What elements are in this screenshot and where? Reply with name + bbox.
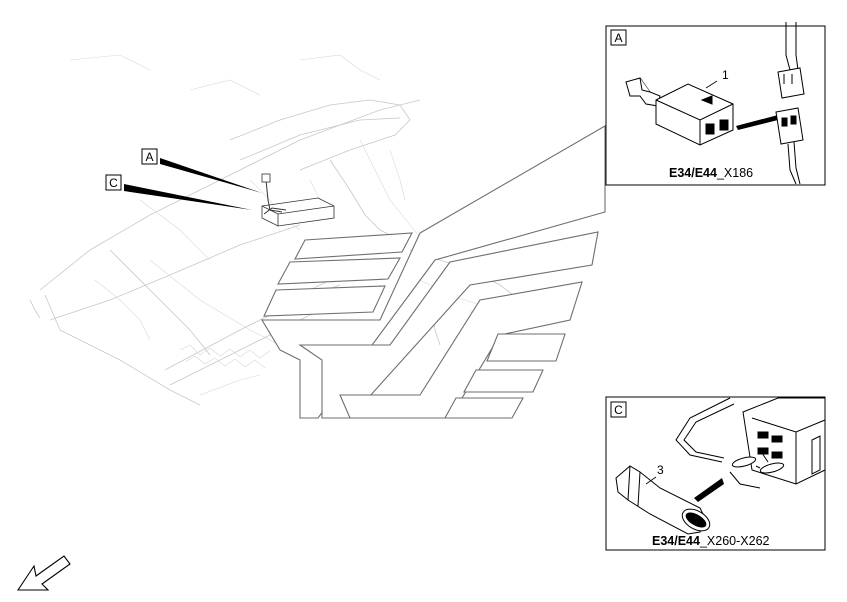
relay-housing-icon	[655, 83, 734, 146]
chevron-band-middle	[298, 231, 599, 419]
assembly-arrow-c	[694, 478, 724, 502]
detail-panel-c: C	[605, 396, 826, 551]
callout-a-box[interactable]	[141, 148, 158, 165]
detail-panel-c-caption: E34/E44_X260-X262	[652, 534, 770, 548]
zoom-connector-chevrons	[261, 125, 606, 419]
chevron-bar-3	[263, 285, 386, 317]
assembly-arrow-a	[736, 115, 778, 130]
chevron-bar-2	[277, 257, 401, 285]
detail-panel-c-caption-bold: E34/E44	[652, 534, 700, 548]
detail-panel-c-caption-rest: _X260-X262	[699, 534, 770, 548]
callout-c[interactable]: C	[105, 174, 252, 210]
detail-panel-c-tag-box	[610, 401, 627, 418]
detail-panel-a-caption: E34/E44_X186	[669, 166, 753, 180]
detail-panel-a-tag: A	[614, 31, 622, 45]
detail-panel-a: A 1	[605, 22, 826, 186]
module-terminal-block-icon	[742, 397, 826, 485]
callout-a-leader	[160, 158, 262, 193]
callout-c-label: C	[109, 176, 118, 190]
part-number-1: 1	[722, 68, 729, 82]
harness-connector-icon	[775, 22, 805, 185]
part-number-3: 3	[657, 463, 664, 477]
callout-a[interactable]: A	[141, 148, 262, 193]
detail-panel-a-tag-box	[610, 29, 627, 46]
part-1-leader	[705, 80, 718, 89]
callout-a-label: A	[145, 150, 153, 164]
detail-panel-a-caption-bold: E34/E44	[669, 166, 717, 180]
chevron-band-inner	[339, 281, 583, 419]
chevron-bar-1	[294, 232, 413, 260]
chevron-bar-5	[463, 369, 544, 393]
chevron-bar-4	[486, 333, 566, 362]
controller-module	[261, 173, 335, 227]
detail-panel-c-tag: C	[614, 403, 623, 417]
callout-c-leader	[124, 184, 252, 210]
front-direction-arrow-icon	[16, 555, 71, 591]
insulating-boot-icon	[615, 465, 711, 535]
part-3-leader	[645, 476, 657, 485]
detail-panel-a-caption-rest: _X186	[716, 166, 753, 180]
wire-spade-terminals-icon	[675, 397, 785, 489]
callout-c-box[interactable]	[105, 174, 122, 191]
chevron-bar-6	[444, 397, 524, 419]
